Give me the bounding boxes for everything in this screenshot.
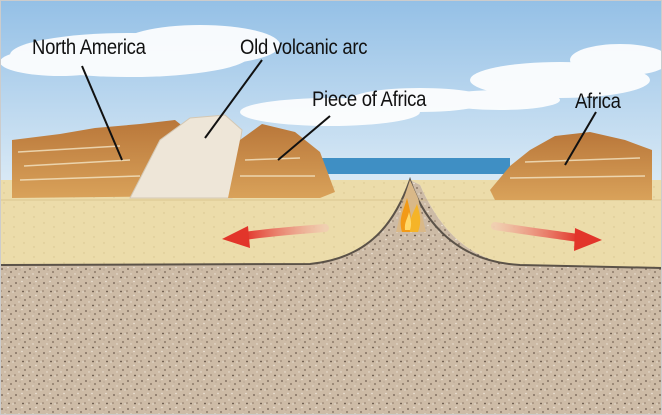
label-old-volcanic-arc: Old volcanic arc [240, 36, 367, 60]
label-piece-of-africa: Piece of Africa [312, 88, 426, 112]
label-africa: Africa [575, 90, 621, 114]
ocean [300, 158, 510, 174]
label-north-america: North America [32, 36, 146, 60]
